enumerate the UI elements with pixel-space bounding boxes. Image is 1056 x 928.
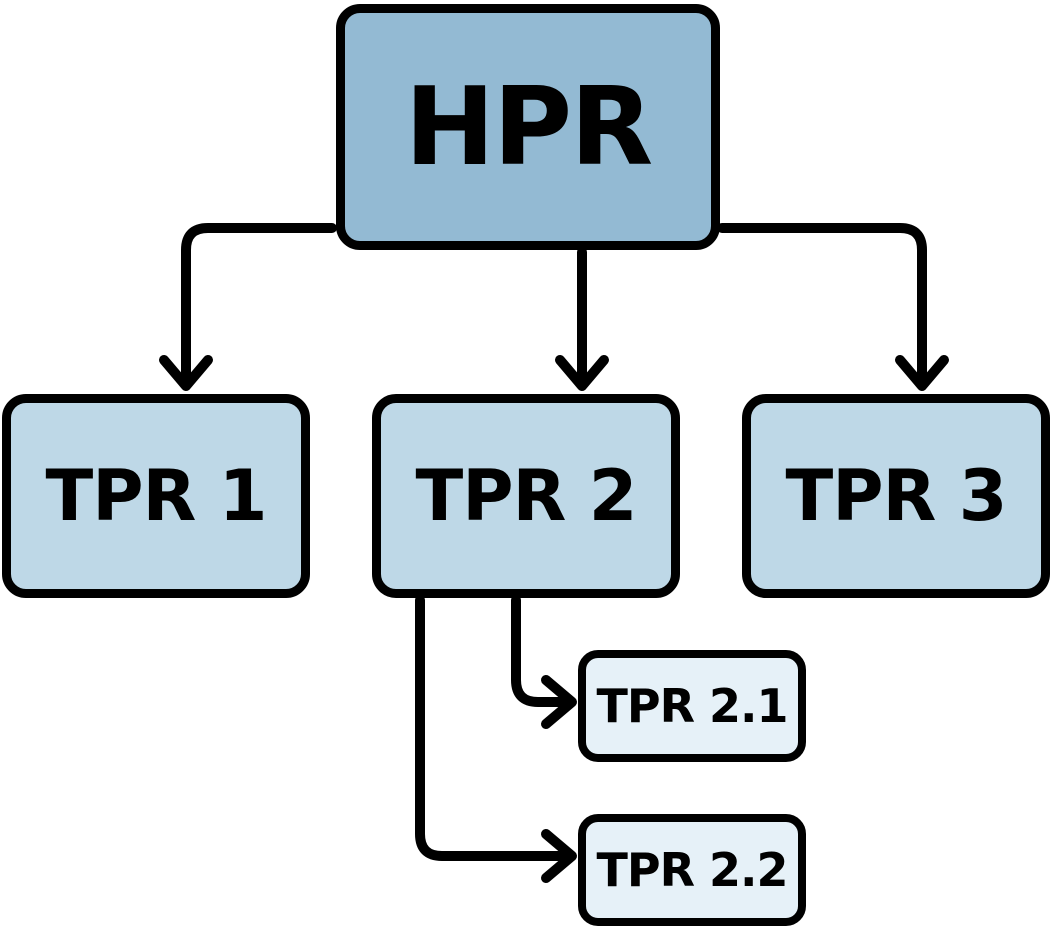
node-tpr2-label: TPR 2 <box>415 455 637 537</box>
connector-tpr2-tpr22 <box>415 595 575 861</box>
connector-hpr-tpr3 <box>717 223 927 389</box>
node-tpr2: TPR 2 <box>372 394 680 598</box>
node-tpr21-label: TPR 2.1 <box>596 679 788 733</box>
node-tpr3: TPR 3 <box>742 394 1050 598</box>
arrowhead-tpr2 <box>555 355 609 391</box>
node-tpr21: TPR 2.1 <box>578 650 806 762</box>
node-tpr1: TPR 1 <box>2 394 310 598</box>
node-tpr1-label: TPR 1 <box>45 455 267 537</box>
arrowhead-tpr1 <box>159 355 213 391</box>
node-tpr22-label: TPR 2.2 <box>596 843 788 897</box>
node-tpr3-label: TPR 3 <box>785 455 1007 537</box>
arrowhead-tpr3 <box>895 355 949 391</box>
node-tpr22: TPR 2.2 <box>578 814 806 926</box>
connector-tpr2-tpr21 <box>511 595 575 707</box>
connector-hpr-tpr1 <box>181 223 337 389</box>
node-hpr: HPR <box>336 4 720 250</box>
arrowhead-tpr21 <box>541 675 577 729</box>
node-hpr-label: HPR <box>404 64 654 190</box>
arrowhead-tpr22 <box>541 829 577 883</box>
